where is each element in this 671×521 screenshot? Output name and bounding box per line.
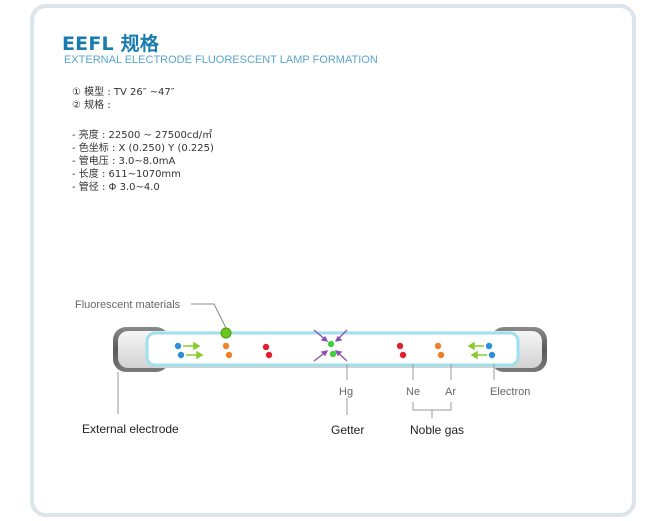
spec-length: - 长度 : 611~1070mm [72, 169, 181, 180]
fluorescent-material-dot [220, 327, 232, 339]
hg-emission-arrows-icon [313, 329, 348, 362]
ar-particle [434, 342, 442, 350]
page-title: EEFL 规格 [62, 33, 160, 55]
leader-fluorescent-materials [191, 303, 227, 329]
electron-particle [174, 342, 182, 350]
label-fluorescent-materials: Fluorescent materials [75, 299, 181, 311]
spec-diameter: - 管径 : Φ 3.0~4.0 [72, 182, 160, 193]
noble-gas-bracket [412, 402, 452, 411]
arrow-left-icon [467, 341, 487, 360]
spec-tube-current: - 管电压 : 3.0~8.0mA [72, 156, 176, 167]
spec-model: ① 模型 : TV 26″ ~47″ [72, 87, 175, 98]
spec-color-coordinate: - 色坐标 : X (0.250) Y (0.225) [72, 143, 214, 154]
hg-particle [327, 340, 335, 348]
ne-particle [265, 351, 273, 359]
tube-glow [145, 331, 520, 367]
ne-particle [262, 343, 270, 351]
label-ar: Ar [445, 386, 456, 398]
electron-particle [485, 342, 493, 350]
electron-particle [177, 351, 185, 359]
label-ne: Ne [406, 386, 420, 398]
spec-luminance: - 亮度 : 22500 ~ 27500cd/㎡ [72, 130, 213, 141]
content-card [30, 4, 636, 517]
page-subtitle: EXTERNAL ELECTRODE FLUORESCENT LAMP FORM… [64, 54, 378, 66]
spec-heading: ② 规格 : [72, 100, 111, 111]
label-hg: Hg [339, 386, 353, 398]
ar-particle [222, 342, 230, 350]
arrow-right-icon [183, 341, 204, 360]
ne-particle [399, 351, 407, 359]
label-getter: Getter [331, 423, 364, 437]
ne-particle [396, 342, 404, 350]
label-external-electrode: External electrode [82, 422, 179, 436]
electron-particle [488, 351, 496, 359]
label-electron: Electron [490, 386, 530, 398]
hg-particle [329, 350, 337, 358]
label-noble-gas: Noble gas [410, 423, 464, 437]
ar-particle [225, 351, 233, 359]
ar-particle [437, 351, 445, 359]
